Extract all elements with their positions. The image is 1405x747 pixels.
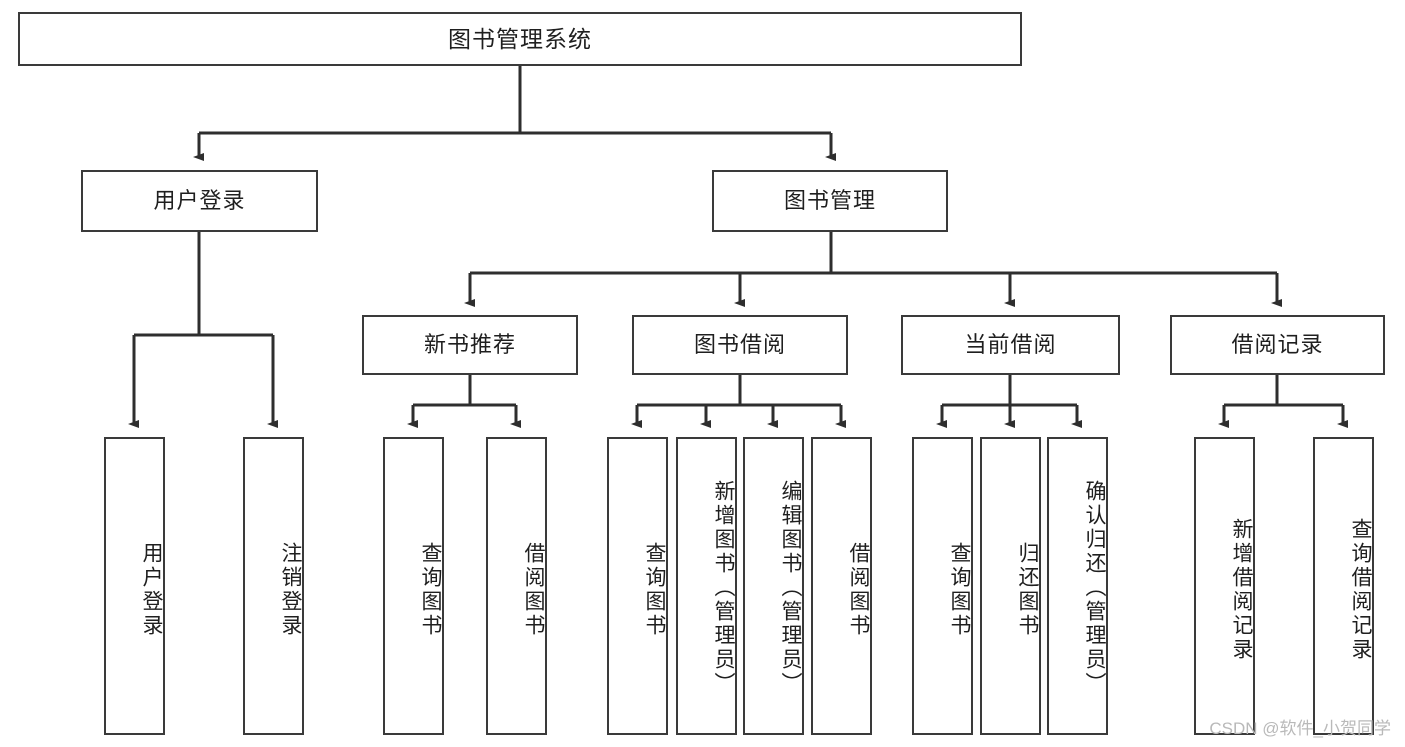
leaf-new-book-query[interactable]: 查询图书: [383, 437, 444, 735]
node-user-login[interactable]: 用户登录: [81, 170, 318, 232]
leaf-user-login-login[interactable]: 用户登录: [104, 437, 165, 735]
leaf-book-borrow-add[interactable]: 新增图书（管理员）: [676, 437, 737, 735]
node-new-book-recommend[interactable]: 新书推荐: [362, 315, 578, 375]
leaf-user-login-logout[interactable]: 注销登录: [243, 437, 304, 735]
node-book-management[interactable]: 图书管理: [712, 170, 948, 232]
leaf-book-borrow-edit[interactable]: 编辑图书（管理员）: [743, 437, 804, 735]
leaf-new-book-borrow[interactable]: 借阅图书: [486, 437, 547, 735]
leaf-borrow-record-query[interactable]: 查询借阅记录: [1313, 437, 1374, 735]
leaf-current-borrow-return[interactable]: 归还图书: [980, 437, 1041, 735]
leaf-book-borrow-borrow[interactable]: 借阅图书: [811, 437, 872, 735]
leaf-current-borrow-query[interactable]: 查询图书: [912, 437, 973, 735]
node-root-system[interactable]: 图书管理系统: [18, 12, 1022, 66]
node-borrow-record[interactable]: 借阅记录: [1170, 315, 1385, 375]
leaf-current-borrow-confirm-return[interactable]: 确认归还（管理员）: [1047, 437, 1108, 735]
leaf-book-borrow-query[interactable]: 查询图书: [607, 437, 668, 735]
node-book-borrow[interactable]: 图书借阅: [632, 315, 848, 375]
node-current-borrow[interactable]: 当前借阅: [901, 315, 1120, 375]
watermark-text: CSDN @软件_小贺同学: [1209, 719, 1391, 738]
leaf-borrow-record-add[interactable]: 新增借阅记录: [1194, 437, 1255, 735]
